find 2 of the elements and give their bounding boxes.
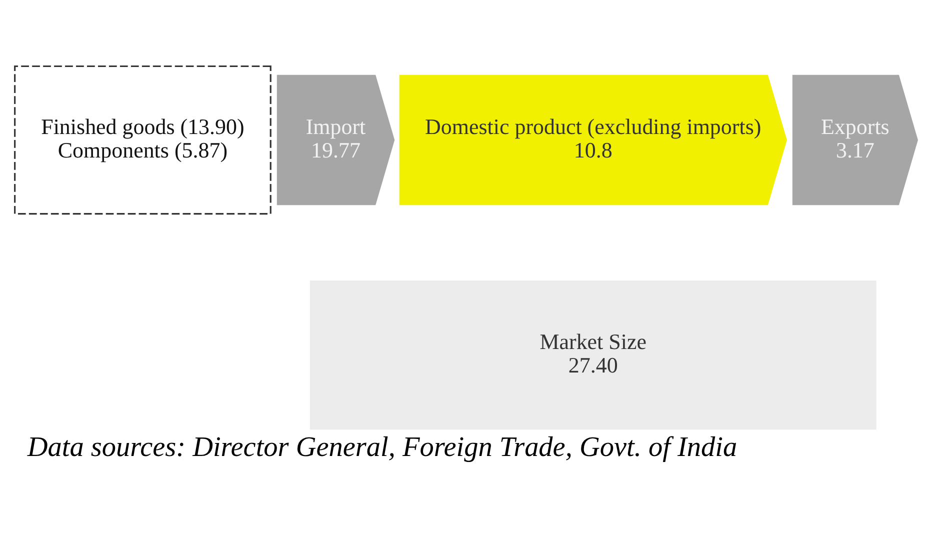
node-box: Finished goods (13.90) Components (5.87) — [14, 65, 272, 214]
caption: Data sources: Director General, Foreign Trade, Govt. of India — [27, 432, 738, 463]
